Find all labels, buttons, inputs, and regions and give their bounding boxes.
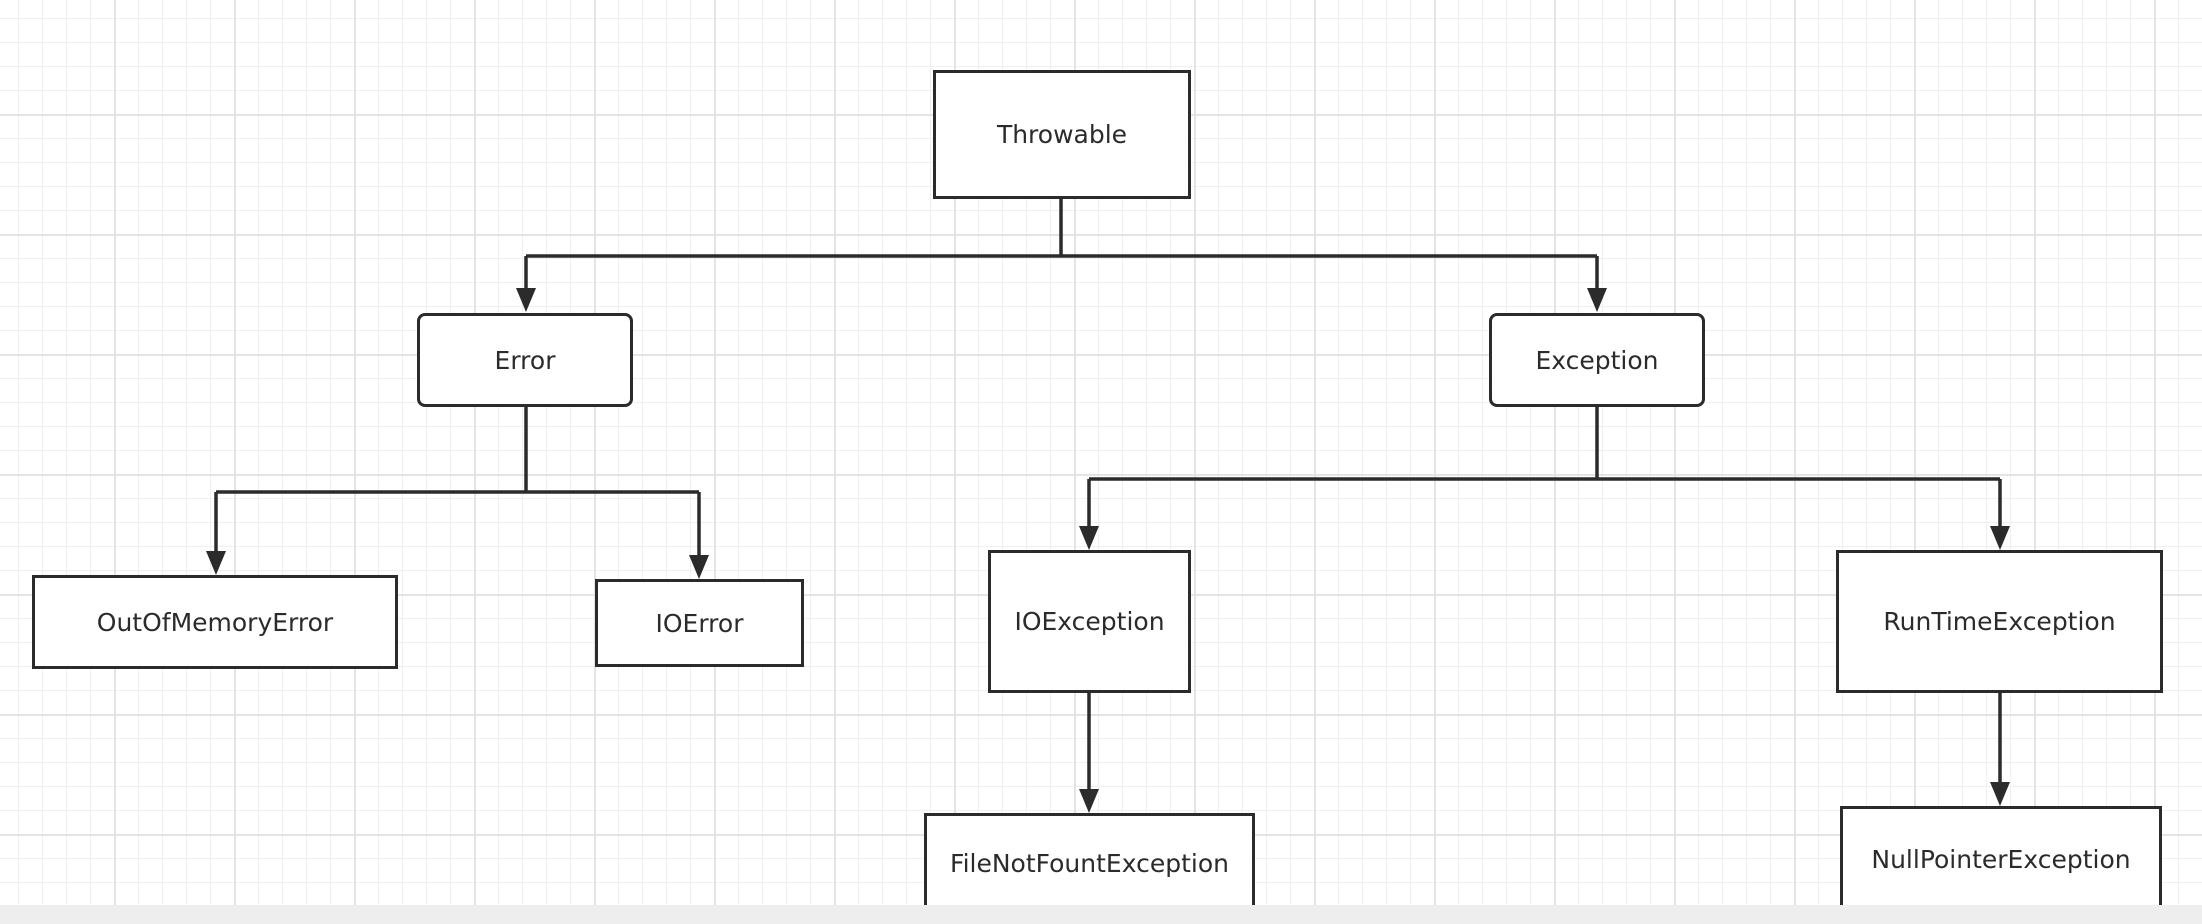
node-error[interactable]: Error	[417, 313, 633, 407]
arrowhead-to-out-of-memory-error	[206, 551, 226, 575]
connector-error-branches	[214, 406, 701, 557]
arrowhead-to-io-exception	[1079, 526, 1099, 550]
arrowhead-to-null-pointer-exception	[1990, 782, 2010, 806]
node-label: OutOfMemoryError	[96, 607, 334, 637]
bottom-scrollbar-track[interactable]	[0, 905, 2202, 924]
node-null-pointer-exception[interactable]: NullPointerException	[1840, 806, 2162, 913]
node-label: NullPointerException	[1871, 845, 2131, 874]
node-runtime-exception[interactable]: RunTimeException	[1836, 550, 2163, 693]
connector-exception-branches	[1087, 406, 2002, 528]
node-label: Error	[494, 345, 556, 375]
connector-throwable-branches	[524, 198, 1599, 290]
node-io-error[interactable]: IOError	[595, 579, 804, 667]
node-label: RunTimeException	[1883, 607, 2116, 636]
arrowhead-to-file-not-fount-exception	[1079, 789, 1099, 813]
node-exception[interactable]: Exception	[1489, 313, 1705, 407]
arrowhead-to-exception	[1587, 288, 1607, 312]
arrowhead-to-io-error	[689, 555, 709, 579]
arrowhead-to-error	[516, 288, 536, 312]
node-out-of-memory-error[interactable]: OutOfMemoryError	[32, 575, 398, 669]
arrowhead-to-runtime-exception	[1990, 526, 2010, 550]
node-throwable[interactable]: Throwable	[933, 70, 1191, 199]
node-label: FileNotFountException	[950, 848, 1229, 878]
node-label: IOException	[1014, 607, 1165, 636]
node-file-not-fount-exception[interactable]: FileNotFountException	[924, 813, 1255, 913]
node-label: Throwable	[996, 120, 1128, 149]
node-label: IOError	[655, 608, 744, 638]
node-io-exception[interactable]: IOException	[988, 550, 1191, 693]
node-label: Exception	[1535, 345, 1659, 375]
